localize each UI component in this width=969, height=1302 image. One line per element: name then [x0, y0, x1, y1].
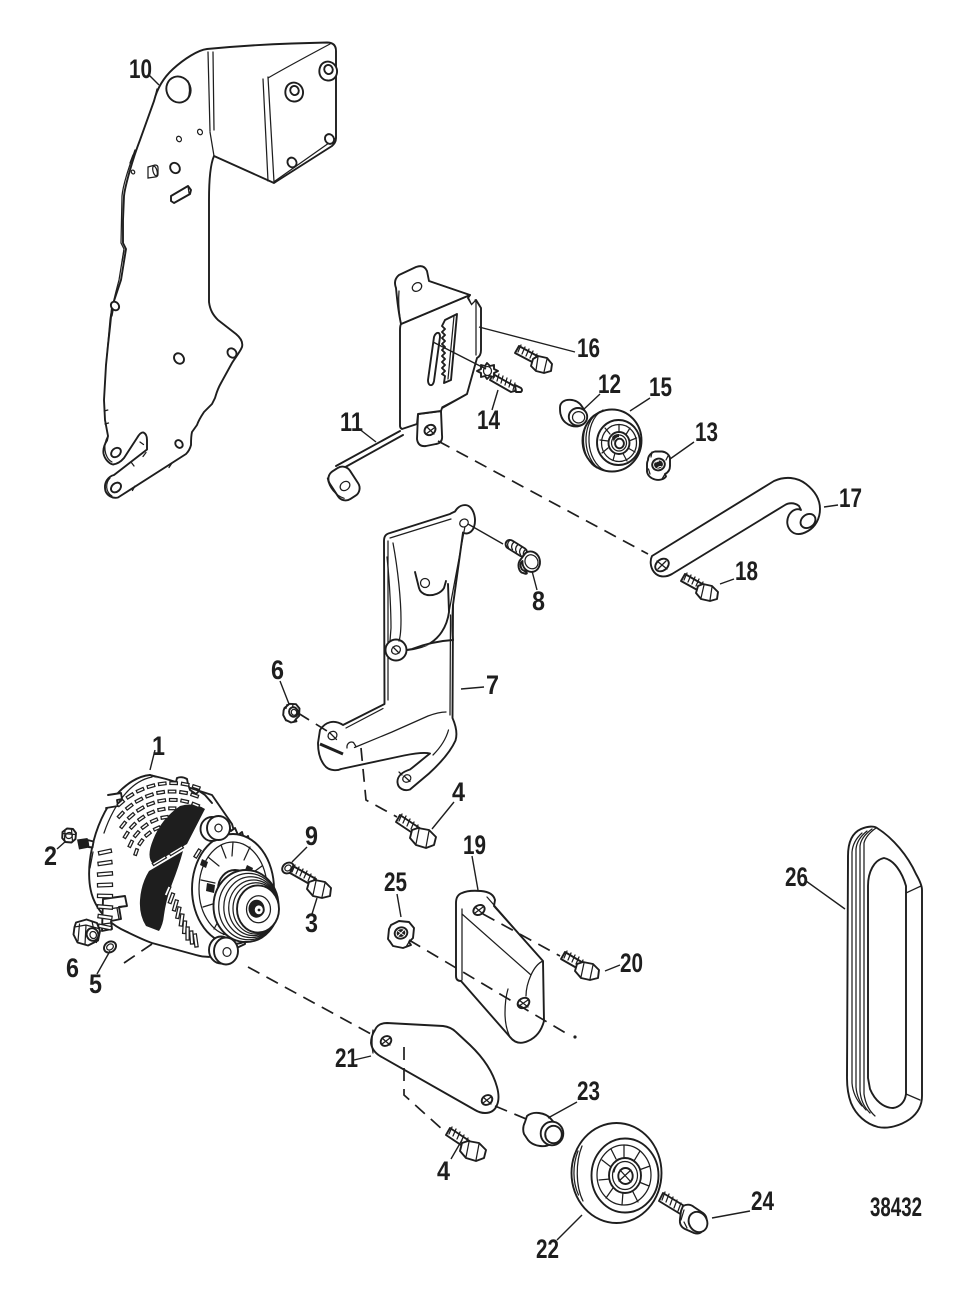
svg-text:8: 8: [532, 586, 545, 616]
svg-text:22: 22: [536, 1234, 559, 1264]
svg-text:26: 26: [785, 862, 808, 892]
svg-text:10: 10: [129, 54, 152, 84]
svg-text:38432: 38432: [870, 1192, 922, 1222]
svg-text:1: 1: [152, 731, 165, 761]
svg-text:3: 3: [305, 908, 318, 938]
svg-text:7: 7: [486, 670, 499, 700]
svg-text:4: 4: [452, 777, 465, 807]
svg-text:16: 16: [577, 333, 600, 363]
svg-text:23: 23: [577, 1076, 600, 1106]
svg-text:13: 13: [695, 417, 718, 447]
svg-text:2: 2: [44, 841, 57, 871]
svg-text:14: 14: [477, 405, 500, 435]
svg-text:19: 19: [463, 830, 486, 860]
svg-text:20: 20: [620, 948, 643, 978]
svg-text:12: 12: [598, 369, 621, 399]
svg-text:6: 6: [271, 655, 284, 685]
svg-text:4: 4: [437, 1156, 450, 1186]
svg-text:15: 15: [649, 372, 672, 402]
svg-text:5: 5: [89, 969, 102, 999]
svg-text:25: 25: [384, 867, 407, 897]
svg-text:6: 6: [66, 953, 79, 983]
svg-text:21: 21: [335, 1043, 358, 1073]
svg-text:24: 24: [751, 1186, 774, 1216]
svg-text:9: 9: [305, 821, 318, 851]
svg-text:11: 11: [340, 407, 363, 437]
svg-text:18: 18: [735, 556, 758, 586]
svg-text:17: 17: [839, 483, 862, 513]
